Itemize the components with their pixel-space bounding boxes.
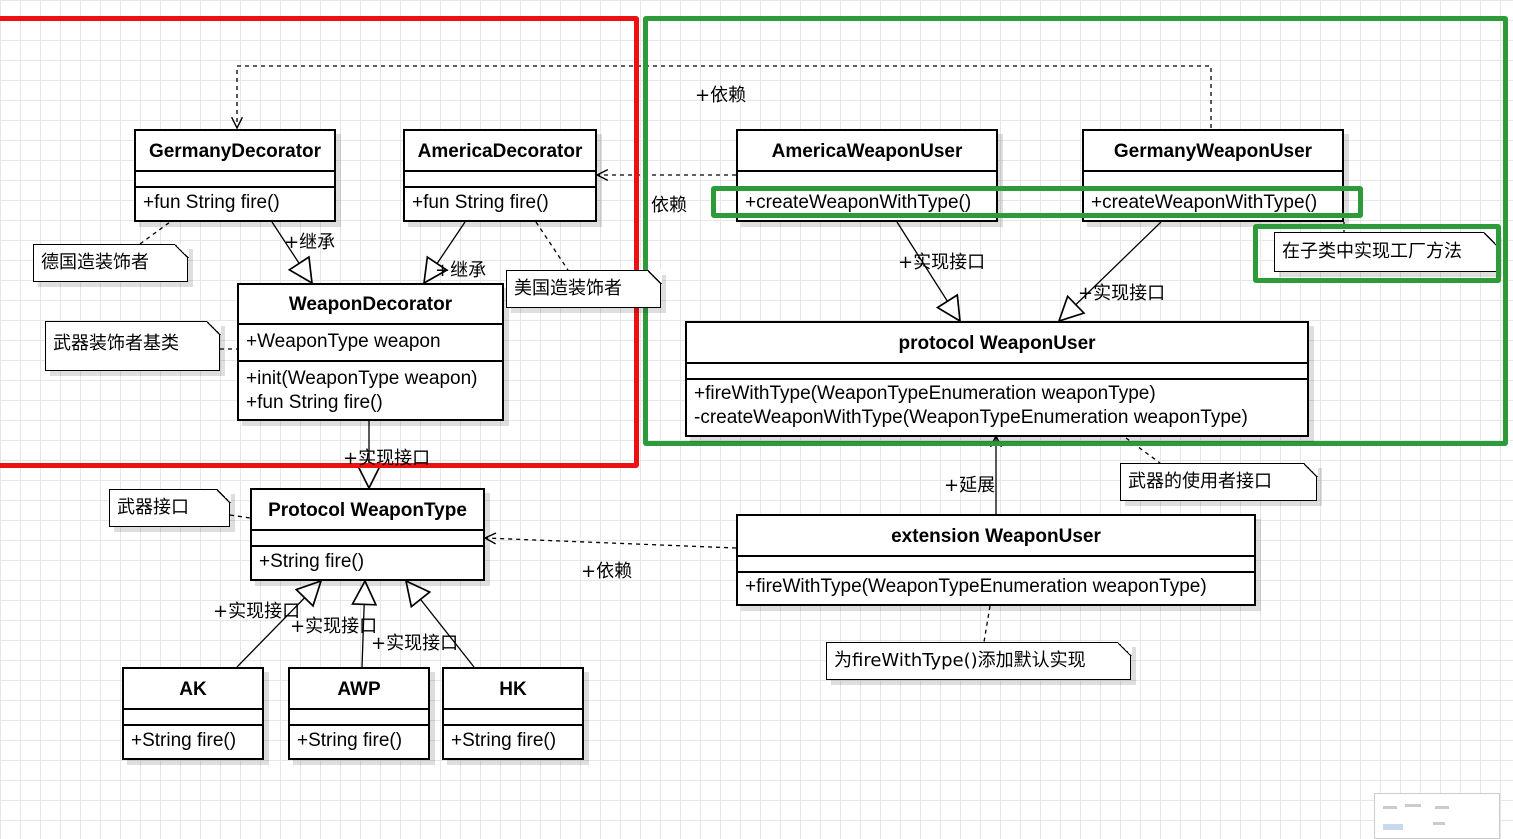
impl-line-america-user (896, 221, 960, 321)
impl-line-germany-user (1059, 221, 1162, 321)
class-name: AK (124, 669, 262, 710)
note-weapon-interface[interactable]: 武器接口 (109, 488, 231, 527)
method-fire: +fun String fire() (246, 392, 383, 413)
method-fire: +fun String fire() (412, 192, 549, 213)
diagram-minimap[interactable] (1374, 793, 1500, 839)
class-germany-weapon-user[interactable]: GermanyWeaponUser +createWeaponWithType(… (1082, 129, 1344, 222)
note-weapon-user-interface[interactable]: 武器的使用者接口 (1120, 462, 1318, 501)
method-fire: +String fire() (259, 551, 365, 572)
method-create-weapon: +createWeaponWithType() (1091, 192, 1318, 213)
impl-line-awp (362, 581, 365, 668)
method-fire-with-type: +fireWithType(WeaponTypeEnumeration weap… (694, 383, 1156, 404)
class-america-weapon-user[interactable]: AmericaWeaponUser +createWeaponWithType(… (736, 129, 998, 222)
method-init: +init(WeaponType weapon) (246, 368, 478, 389)
impl-line-ak (236, 581, 321, 668)
class-name: AmericaDecorator (405, 131, 595, 172)
method-fire: +String fire() (131, 730, 237, 751)
label-inherit-right: +继承 (435, 260, 487, 281)
impl-line-hk (406, 581, 475, 668)
inherit-line-america (424, 221, 466, 283)
class-name: Protocol WeaponType (252, 490, 483, 531)
label-inherit-left: +继承 (284, 232, 336, 253)
method-fire: +fun String fire() (143, 192, 280, 213)
attribute-weapon: +WeaponType weapon (246, 331, 441, 352)
method-create-weapon-with-type: -createWeaponWithType(WeaponTypeEnumerat… (694, 407, 1248, 428)
class-ak[interactable]: AK +String fire() (122, 667, 264, 760)
method-create-weapon: +createWeaponWithType() (745, 192, 972, 213)
label-impl-germany-user: +实现接口 (1078, 283, 1166, 304)
class-hk[interactable]: HK +String fire() (442, 667, 584, 760)
method-fire-with-type: +fireWithType(WeaponTypeEnumeration weap… (745, 576, 1207, 597)
class-name: AWP (290, 669, 428, 710)
label-impl-america-user: +实现接口 (898, 252, 986, 273)
class-name: extension WeaponUser (738, 516, 1254, 557)
label-depend-top: +依赖 (695, 85, 747, 106)
class-name: AmericaWeaponUser (738, 131, 996, 172)
note-germany-decorator[interactable]: 德国造装饰者 (33, 243, 189, 282)
note-factory-method[interactable]: 在子类中实现工厂方法 (1274, 231, 1498, 272)
factory-note-highlight (1253, 224, 1501, 283)
label-impl-decorator: +实现接口 (343, 448, 431, 469)
class-weapon-decorator[interactable]: WeaponDecorator +WeaponType weapon +init… (237, 283, 504, 421)
label-impl-awp: +实现接口 (290, 616, 378, 637)
class-name: HK (444, 669, 582, 710)
class-name: GermanyDecorator (136, 131, 334, 172)
inherit-line-germany (271, 221, 312, 283)
user-group-highlight (643, 16, 1508, 446)
dependency-line-germany (237, 65, 1212, 128)
note-america-decorator[interactable]: 美国造装饰者 (506, 269, 662, 308)
note-decorator-base[interactable]: 武器装饰者基类 (45, 320, 221, 371)
class-extension-weapon-user[interactable]: extension WeaponUser +fireWithType(Weapo… (736, 514, 1256, 606)
class-name: protocol WeaponUser (687, 323, 1307, 364)
label-impl-hk: +实现接口 (371, 633, 459, 654)
method-fire: +String fire() (297, 730, 403, 751)
label-impl-ak: +实现接口 (213, 601, 301, 622)
label-depend-mid: 依赖 (651, 195, 687, 216)
class-protocol-weapon-type[interactable]: Protocol WeaponType +String fire() (250, 488, 485, 581)
create-weapon-highlight (711, 186, 1363, 218)
class-awp[interactable]: AWP +String fire() (288, 667, 430, 760)
class-america-decorator[interactable]: AmericaDecorator +fun String fire() (403, 129, 597, 222)
label-extend: +延展 (944, 475, 996, 496)
note-default-implementation[interactable]: 为fireWithType()添加默认实现 (826, 641, 1132, 680)
label-depend-bottom: +依赖 (581, 561, 633, 582)
dependency-line-extension (485, 538, 737, 549)
class-name: WeaponDecorator (239, 285, 502, 325)
class-germany-decorator[interactable]: GermanyDecorator +fun String fire() (134, 129, 336, 222)
decorator-group-highlight (0, 16, 639, 468)
method-fire: +String fire() (451, 730, 557, 751)
class-name: GermanyWeaponUser (1084, 131, 1342, 172)
class-protocol-weapon-user[interactable]: protocol WeaponUser +fireWithType(Weapon… (685, 321, 1309, 437)
